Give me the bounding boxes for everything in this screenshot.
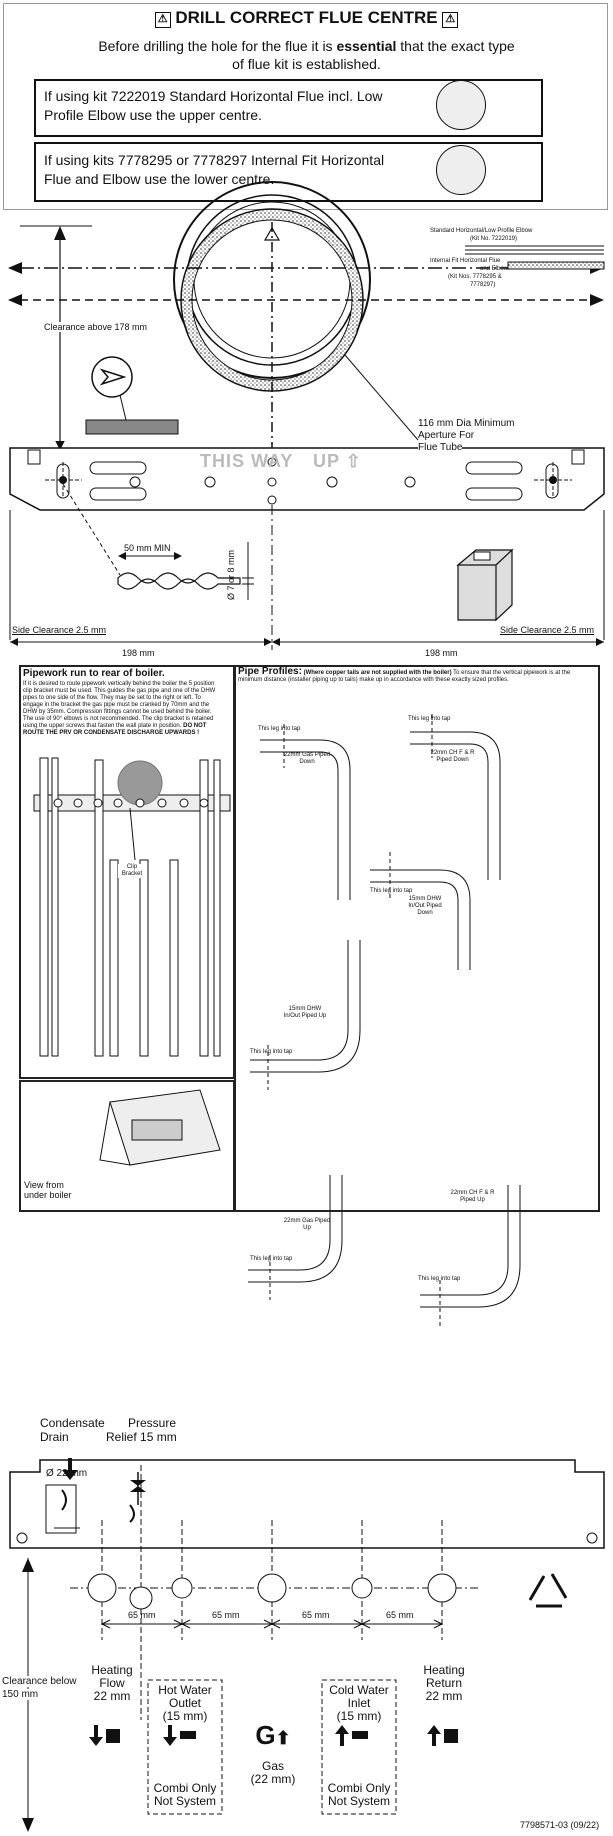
cf-up: 22mm CH F & R Piped Up — [450, 1190, 495, 1203]
kit-1-line-2: Profile Elbow use the upper centre. — [44, 107, 262, 123]
dim-right: 198 mm — [425, 648, 458, 658]
intro-line-2: of flue kit is established. — [232, 56, 381, 72]
condensate-1: Condensate — [40, 1416, 105, 1430]
aperture-line-3: Flue Tube — [418, 442, 463, 453]
condensate-2: Drain — [40, 1430, 69, 1444]
leg-4: This leg into tap — [250, 1049, 293, 1055]
legend-int-4: 7778297) — [470, 282, 496, 288]
bottom-plate — [9, 1459, 605, 1549]
kit-2-line-2: Flue and Elbow use the lower centre. — [44, 171, 275, 187]
heating-return-label: Heating Return 22 mm — [423, 1663, 465, 1703]
side-clearance-right: Side Clearance 2.5 mm — [500, 625, 595, 635]
clearance-above: Clearance above 178 mm — [44, 322, 148, 332]
combi-left: Combi Only Not System — [153, 1781, 217, 1808]
gas-label: Gas (22 mm) — [250, 1759, 296, 1786]
under-view-label: View from under boiler — [24, 1180, 72, 1200]
up-arrow-icon: ⇧ — [345, 451, 362, 471]
warning-title: ⚠ DRILL CORRECT FLUE CENTRE ⚠ — [0, 8, 613, 28]
profiles-header: Pipe Profiles: (Where copper tails are n… — [238, 666, 571, 684]
clearance-below-1: Clearance below — [2, 1676, 77, 1687]
prv-2: Relief 15 mm — [106, 1430, 177, 1444]
clip-label: Clip Bracket — [118, 864, 146, 878]
doc-code: 7798571-03 (09/22) — [520, 1820, 600, 1830]
legend-std-1: Standard Horizontal/Low Profile Elbow — [430, 228, 533, 234]
min-50: 50 mm MIN — [124, 543, 171, 553]
legend-int-2: and Elbow — [480, 266, 509, 272]
std-flue-elbow-icon — [436, 80, 486, 130]
clearance-below-2: 150 mm — [2, 1689, 39, 1700]
page-title: DRILL CORRECT FLUE CENTRE — [175, 8, 438, 27]
warning-icon: ⚠ — [154, 12, 171, 28]
pipe-profile-drawings — [248, 714, 521, 1326]
legend-std-2: (Kit No. 7222019) — [470, 236, 518, 242]
prv-1: Pressure — [128, 1416, 177, 1430]
dia-22: Ø 22 mm — [46, 1468, 88, 1479]
profiles-title: Pipe Profiles: — [238, 666, 302, 677]
pipework-body: If it is desired to route pipework verti… — [23, 681, 216, 736]
intro-line-1: Before drilling the hole for the flue it… — [98, 38, 515, 54]
dim-65-3: 65 mm — [302, 1610, 330, 1620]
under-boiler-view — [99, 1089, 221, 1166]
hot-water-label: Hot Water Outlet (15 mm) — [158, 1683, 212, 1723]
profiles-panel — [234, 665, 600, 1212]
combi-right: Combi Only Not System — [327, 1781, 391, 1808]
internal-flue-elbow-icon — [436, 145, 486, 195]
gas-symbol: G⬆ — [255, 1720, 291, 1750]
dhw-down: 15mm DHW In/Out Piped Down — [408, 896, 442, 916]
leg-5: This leg into tap — [250, 1256, 293, 1262]
leg-6: This leg into tap — [418, 1276, 461, 1282]
cf-down: 22mm CH F & R Piped Down — [430, 750, 475, 763]
pipework-warning: DO NOT ROUTE THE PRV OR CONDENSATE DISCH… — [23, 723, 207, 736]
warning-icon-right: ⚠ — [442, 12, 459, 28]
pipework-title: Pipework run to rear of boiler. — [23, 668, 165, 679]
leg-1: This leg into tap — [258, 726, 301, 732]
dim-65-2: 65 mm — [212, 1610, 240, 1620]
drill-size: Ø 7 or 8 mm — [226, 549, 236, 600]
side-clearance-left: Side Clearance 2.5 mm — [12, 625, 107, 635]
kit-1-line-1: If using kit 7222019 Standard Horizontal… — [44, 88, 383, 104]
profiles-subtitle: (Where copper tails are not supplied wit… — [303, 670, 452, 676]
dim-65-1: 65 mm — [128, 1610, 156, 1620]
dim-65-4: 65 mm — [386, 1610, 414, 1620]
legend-int-1: Internal Fit Horizontal Flue — [430, 258, 501, 264]
gas-up: 22mm Gas Piped Up — [283, 1218, 331, 1231]
wall-plate — [9, 447, 605, 511]
legend-int-3: (Kit Nos. 7778295 & — [448, 274, 502, 280]
dim-left: 198 mm — [122, 648, 155, 658]
pipework-drawing — [33, 757, 231, 1057]
aperture-line-2: Aperture For — [418, 430, 475, 441]
aperture-line-1: 116 mm Dia Minimum — [418, 418, 515, 429]
dhw-up: 15mm DHW In/Out Piped Up — [283, 1006, 327, 1019]
kit-2-line-1: If using kits 7778295 or 7778297 Interna… — [44, 152, 385, 168]
heating-flow-label: Heating Flow 22 mm — [91, 1663, 133, 1703]
up-text: UP — [313, 451, 340, 471]
leg-3: This leg into tap — [370, 888, 413, 894]
gas-down: 22mm Gas Piped Down — [283, 752, 331, 765]
recycle-icon — [528, 1573, 568, 1608]
leg-2: This leg into tap — [408, 716, 451, 722]
this-way-up: THIS WAY UP ⇧ — [200, 451, 362, 471]
cold-water-label: Cold Water Inlet (15 mm) — [329, 1683, 389, 1723]
